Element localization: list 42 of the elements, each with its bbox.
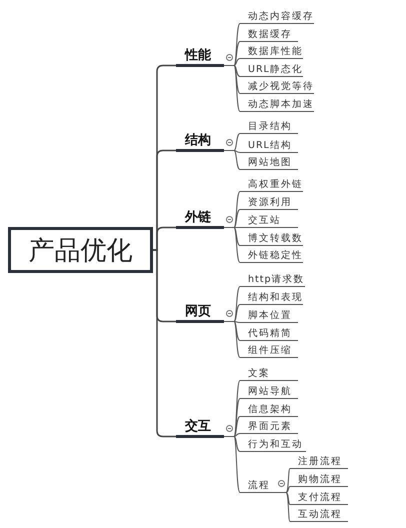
- subtopic: 注册流程: [290, 455, 348, 469]
- subtopic: 流程: [240, 479, 276, 493]
- subtopic: 动态脚本加速: [240, 98, 314, 112]
- subtopic: 购物流程: [290, 473, 348, 487]
- branch-line: [224, 321, 240, 358]
- subtopic: 数据库性能: [240, 45, 303, 59]
- subtopic: 支付流程: [290, 491, 348, 505]
- subtopic: 资源利用: [240, 196, 298, 210]
- branch-line: [276, 492, 290, 522]
- branch-line: [224, 227, 240, 263]
- subtopic: URL结构: [240, 139, 298, 153]
- branch-topic: 交互: [176, 419, 224, 438]
- subtopic: http请求数: [240, 273, 305, 287]
- subtopic: 脚本位置: [240, 309, 298, 323]
- subtopic: 目录结构: [240, 120, 298, 134]
- subtopic: 代码精简: [240, 327, 298, 341]
- branch-topic: 结构: [176, 133, 224, 152]
- subtopic: 行为和互动: [240, 438, 306, 452]
- subtopic: 博文转载数: [240, 232, 303, 246]
- subtopic: 组件压缩: [240, 344, 298, 358]
- subtopic: URL静态化: [240, 63, 303, 77]
- branch-topic: 网页: [176, 304, 224, 323]
- branch-line: [224, 150, 240, 170]
- subtopic: 网站地图: [240, 156, 298, 170]
- branch-topic: 性能: [176, 48, 224, 67]
- subtopic: 文案: [240, 367, 298, 381]
- subtopic: 界面元素: [240, 420, 298, 434]
- subtopic: 动态内容缓存: [240, 10, 314, 24]
- subtopic: 减少视觉等待: [240, 80, 314, 94]
- subtopic: 网站导航: [240, 385, 298, 399]
- branch-line: [153, 249, 176, 438]
- subtopic: 互动流程: [290, 508, 348, 522]
- subtopic: 外链稳定性: [240, 249, 303, 263]
- subtopic: 数据缓存: [240, 28, 298, 42]
- subtopic: 交互站: [240, 214, 298, 228]
- branch-line: [224, 65, 240, 112]
- branch-line: [224, 436, 240, 493]
- branch-topic: 外链: [176, 210, 224, 229]
- root-topic-box: 产品优化: [8, 227, 153, 273]
- subtopic: 高权重外链: [240, 178, 303, 192]
- subtopic: 信息架构: [240, 403, 298, 417]
- subtopic: 结构和表现: [240, 291, 303, 305]
